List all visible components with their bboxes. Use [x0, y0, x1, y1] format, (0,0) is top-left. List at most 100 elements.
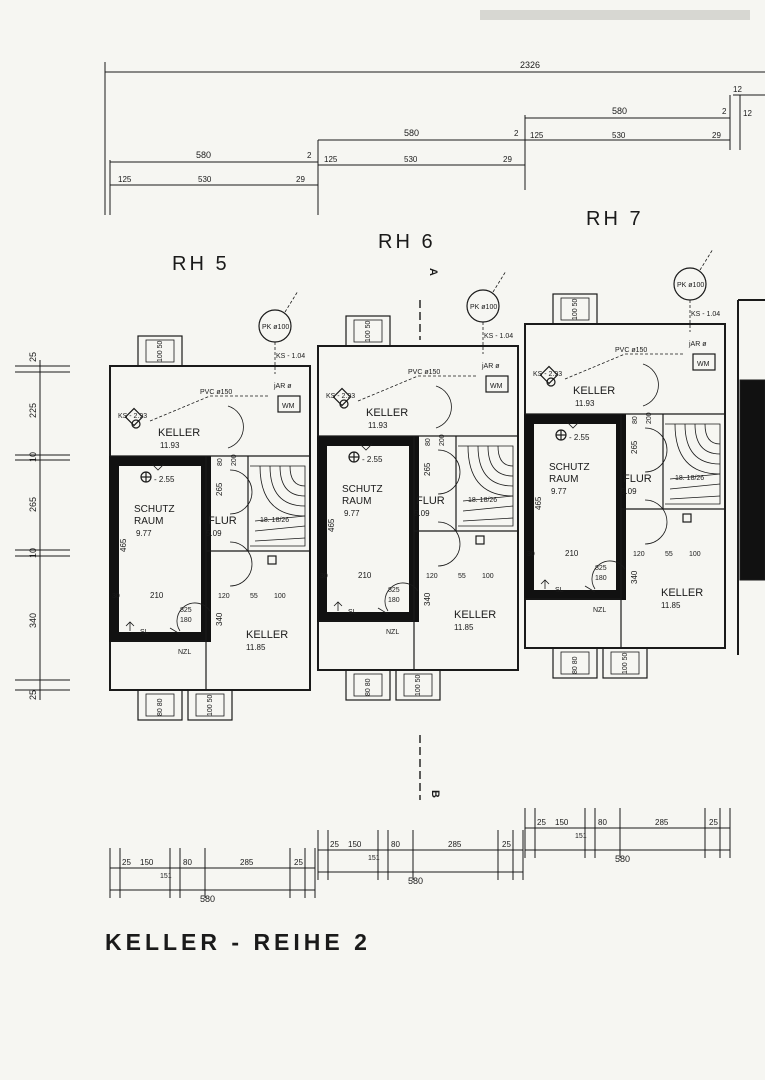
- unit-labels: KELLER11.93SCHUTZRAUM9.77FLUR5.09KELLER1…: [320, 304, 513, 696]
- dim-825: 825: [180, 607, 192, 614]
- lightwell-b1-dims: 80 80: [572, 656, 579, 674]
- dim-465: 465: [119, 538, 128, 552]
- stair-label: 18. 18/26: [260, 517, 289, 524]
- lightwell-b2-dims: 100 50: [415, 674, 422, 696]
- bottom-dim-lines: [109, 848, 316, 898]
- bottom-dim-a: 25: [537, 818, 546, 827]
- dim-55: 55: [458, 573, 466, 580]
- wm-label: WM: [282, 403, 295, 410]
- room-keller-top: KELLER: [573, 385, 615, 397]
- dim-rh6-wall: 2: [514, 129, 519, 138]
- pk-label: PK ø100: [262, 324, 289, 331]
- dim-rh6-b: 530: [404, 155, 418, 164]
- bottom-dim-e: 25: [294, 858, 303, 867]
- left-dim-3: 265: [28, 497, 38, 512]
- room-keller-bottom-area: 11.85: [661, 601, 681, 610]
- sl-label: SL: [555, 587, 564, 594]
- dim-180: 180: [388, 597, 400, 604]
- dim-30: 30: [320, 573, 328, 580]
- room-keller-bottom: KELLER: [246, 629, 288, 641]
- stair-label: 18. 18/26: [675, 475, 704, 482]
- room-keller-top: KELLER: [158, 427, 200, 439]
- jar-label: jAR ø: [688, 341, 707, 348]
- dim-100: 100: [689, 551, 701, 558]
- unit-7: KELLER11.93SCHUTZRAUM9.77FLUR5.09KELLER1…: [525, 249, 725, 678]
- bottom-dim-b: 150: [348, 840, 362, 849]
- dim-120: 120: [426, 573, 438, 580]
- dim-340: 340: [423, 592, 432, 606]
- lightwell-b1-dims: 80 80: [157, 698, 164, 716]
- room-flur-area: 5.09: [621, 487, 637, 496]
- room-flur-area: 5.09: [206, 529, 222, 538]
- room-keller-bottom: KELLER: [661, 587, 703, 599]
- nzl-label: NZL: [386, 629, 399, 636]
- dim-total: 2326: [520, 60, 540, 70]
- level-label: - 2.55: [154, 475, 175, 484]
- bottom-dim-d: 285: [448, 840, 462, 849]
- dim-120: 120: [218, 593, 230, 600]
- dim-rh5-wall: 2: [307, 151, 312, 160]
- room-schutzraum-area: 9.77: [136, 529, 152, 538]
- pvc-label: PVC ø150: [200, 389, 232, 396]
- bottom-dim-f: 151: [575, 833, 587, 840]
- room-schutzraum-line1: SCHUTZ: [342, 484, 383, 495]
- section-mark-a: A: [427, 268, 439, 276]
- scan-noise: [480, 10, 750, 20]
- dim-100: 100: [482, 573, 494, 580]
- bottom-dim-e: 25: [502, 840, 511, 849]
- room-schutzraum-line1: SCHUTZ: [549, 462, 590, 473]
- sl-label: SL: [348, 609, 357, 616]
- room-keller-top: KELLER: [366, 407, 408, 419]
- bottom-dim-lines: [317, 830, 524, 880]
- dim-80: 80: [425, 438, 432, 446]
- drawing-title: KELLER - REIHE 2: [105, 929, 371, 955]
- dim-rh6-c: 29: [503, 155, 512, 164]
- dim-340: 340: [630, 570, 639, 584]
- dim-340: 340: [215, 612, 224, 626]
- dim-180: 180: [595, 575, 607, 582]
- pvc-label: PVC ø150: [615, 347, 647, 354]
- left-dim-4: 10: [28, 548, 38, 558]
- bottom-dim-b: 150: [140, 858, 154, 867]
- left-dim-5: 340: [28, 613, 38, 628]
- room-flur: FLUR: [416, 495, 445, 507]
- pk-label: PK ø100: [470, 304, 497, 311]
- dim-rh7-width: 580: [612, 106, 627, 116]
- room-schutzraum-line2: RAUM: [342, 496, 371, 507]
- section-mark-b: B: [429, 790, 441, 798]
- room-schutzraum-area: 9.77: [551, 487, 567, 496]
- dim-30: 30: [112, 593, 120, 600]
- dim-rh7-c: 29: [712, 131, 721, 140]
- left-dim-1: 225: [28, 403, 38, 418]
- ks-label-1: KS - 2.93: [118, 413, 147, 420]
- unit-label: RH 7: [586, 208, 644, 230]
- jar-label: jAR ø: [273, 383, 292, 390]
- lightwell-b2-dims: 100 50: [622, 652, 629, 674]
- room-schutzraum-area: 9.77: [344, 509, 360, 518]
- room-schutzraum-line1: SCHUTZ: [134, 504, 175, 515]
- level-label: - 2.55: [569, 433, 590, 442]
- dim-rh5-b: 530: [198, 175, 212, 184]
- room-keller-bottom-area: 11.85: [454, 623, 474, 632]
- nzl-label: NZL: [593, 607, 606, 614]
- dim-200: 200: [231, 454, 238, 466]
- dim-rh5-width: 580: [196, 150, 211, 160]
- bottom-dim-c: 80: [391, 840, 400, 849]
- dim-210: 210: [565, 549, 579, 558]
- dim-rh5-c: 29: [296, 175, 305, 184]
- room-flur: FLUR: [208, 515, 237, 527]
- bottom-dim-a: 25: [330, 840, 339, 849]
- unit-label: RH 6: [378, 231, 436, 253]
- room-keller-top-area: 11.93: [368, 421, 388, 430]
- unit-label: RH 5: [172, 253, 230, 275]
- nzl-label: NZL: [178, 649, 191, 656]
- bottom-dim-total: 580: [615, 854, 630, 864]
- dim-200: 200: [439, 434, 446, 446]
- wm-label: WM: [697, 361, 710, 368]
- room-flur: FLUR: [623, 473, 652, 485]
- pvc-label: PVC ø150: [408, 369, 440, 376]
